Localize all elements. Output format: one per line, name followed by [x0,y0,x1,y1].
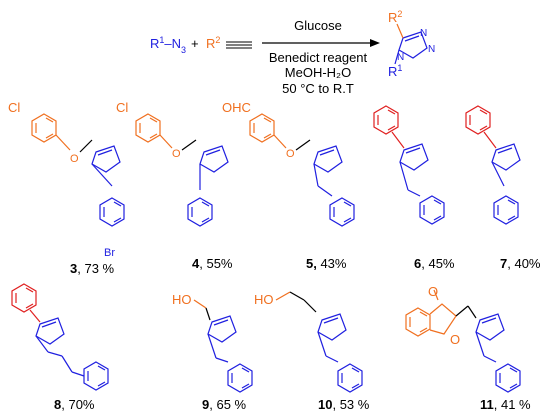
compound-11-label: 11, 41 % [480,397,531,412]
compound-9: HO 9, 65 % [172,292,253,412]
product-r2-sup: 2 [397,9,402,19]
compound-8: 8, 70% [11,283,109,412]
compound-11-o-top: O [428,284,438,299]
compound-5-aryl-ring [249,113,275,143]
compound-10-ho: HO [254,292,274,307]
compound-11-benzyl-ring [495,363,521,393]
compound-5-label: 5, 43% [306,256,347,271]
svg-text:R2: R2 [388,9,402,25]
compound-6: 6, 45% [373,105,455,271]
compound-7-label: 7, 40% [500,256,541,271]
compound-3-cl: Cl [8,100,20,115]
alkyne-r: R [206,36,215,51]
product-triazole [394,23,428,65]
compound-7: 7, 40% [465,105,541,271]
reaction-arrow [262,39,380,47]
compound-9-benzyl-ring [227,363,253,393]
svg-text:O: O [70,153,79,165]
compound-4: Cl O 4, 55% [116,100,233,271]
product-n1: N [397,52,404,63]
compound-11-triazole [475,313,505,341]
compound-7-phenyl-ring [465,105,491,135]
condition-2: Benedict reagent [269,50,368,65]
product-n2: N [428,44,435,55]
compound-6-phenyl-ring [373,105,399,135]
product-r2: R [388,10,397,25]
compound-9-label: 9, 65 % [202,397,247,412]
compound-5-cho: OHC [222,100,251,115]
product-n3: N [420,28,427,39]
compound-6-triazole [399,143,429,171]
compound-8-label: 8, 70% [54,397,95,412]
product-r1-sup: 1 [397,63,402,73]
compound-5: OHC O 5, 43% [222,100,355,271]
compound-6-label: 6, 45% [414,256,455,271]
compound-4-phenyl-ring [187,197,213,227]
compound-4-triazole [199,145,229,173]
compound-11-phthalimide-ring [405,307,431,337]
alkyne-sup: 2 [215,35,220,45]
product-r1: R [388,64,397,79]
compound-5-benzyl-ring [329,197,355,227]
compound-3-aryl-ring [31,113,57,143]
alkyne-triple-bond [226,41,252,49]
azide-sup: 1 [159,35,164,45]
compound-4-aryl-ring [135,113,161,143]
condition-1: Glucose [294,18,342,33]
compound-7-n-phenyl-ring [493,195,519,225]
compound-3-br: Br [104,247,115,259]
compound-3: Cl O Br 3, 73 % [8,100,125,276]
compound-11: O O 11, 41 % [405,284,531,412]
svg-text:R1–N3: R1–N3 [150,35,186,55]
compound-9-triazole [207,315,237,343]
compound-9-ho: HO [172,292,192,307]
azide-sub: 3 [181,45,186,55]
compound-10: HO 10, 53 % [254,291,370,412]
compound-6-benzyl-ring [419,195,445,225]
condition-3: MeOH-H₂O [285,65,351,80]
compound-3-phenyl-ring [99,197,125,227]
svg-text:R2: R2 [206,35,220,51]
svg-text:O: O [286,148,295,160]
reaction-equation: R1–N3 + R2 Glucose Benedict reagent MeOH… [150,9,435,96]
condition-4: 50 °C to R.T [282,81,354,96]
compound-8-phenyl-end-ring [83,361,109,391]
svg-text:R1: R1 [388,63,402,79]
compound-10-benzyl-ring [337,363,363,393]
plus-sign: + [191,36,199,51]
azide-r: R [150,36,159,51]
compound-10-triazole [317,313,347,341]
azide-n: –N [164,36,181,51]
compound-11-o-bottom: O [450,332,460,347]
compound-7-triazole [491,143,521,171]
compound-8-triazole [35,317,65,345]
compound-8-phenyl-ring [11,283,37,313]
compound-10-label: 10, 53 % [318,397,370,412]
compound-3-label: 3, 73 % [70,261,115,276]
compound-4-cl: Cl [116,100,128,115]
compound-5-triazole [313,145,343,173]
svg-text:O: O [172,148,181,160]
compound-4-label: 4, 55% [192,256,233,271]
